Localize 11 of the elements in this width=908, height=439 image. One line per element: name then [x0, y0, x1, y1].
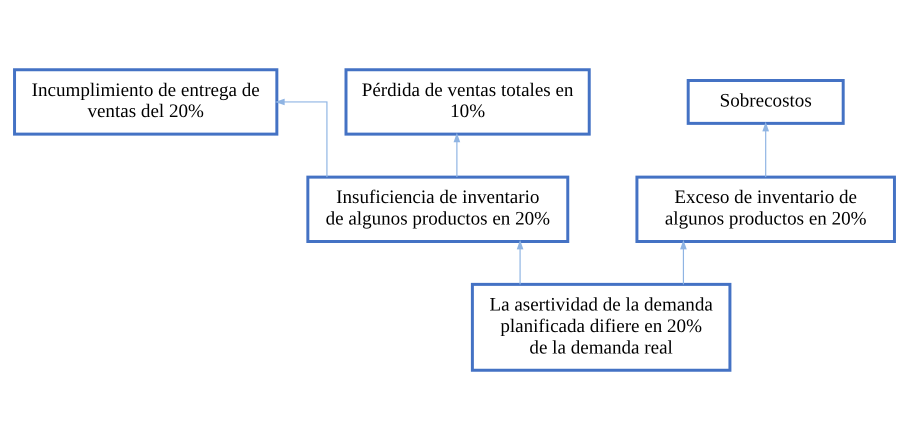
node-box: Incumplimiento de entrega de ventas del 20% [12, 68, 278, 136]
arrow [516, 239, 523, 284]
node-box: La asertividad de la demanda planificada difiere en 20% de la demanda real [470, 282, 731, 372]
arrow [762, 121, 769, 177]
arrow [274, 98, 328, 177]
arrow [453, 132, 460, 177]
node-box: Insuficiencia de inventario de algunos productos en 20% [306, 175, 569, 242]
node-box: Exceso de inventario de algunos productos en 20% [634, 175, 896, 242]
node-box: Pérdida de ventas totales en 10% [344, 68, 590, 136]
arrow [680, 239, 686, 284]
node-box: Sobrecostos [686, 78, 844, 124]
